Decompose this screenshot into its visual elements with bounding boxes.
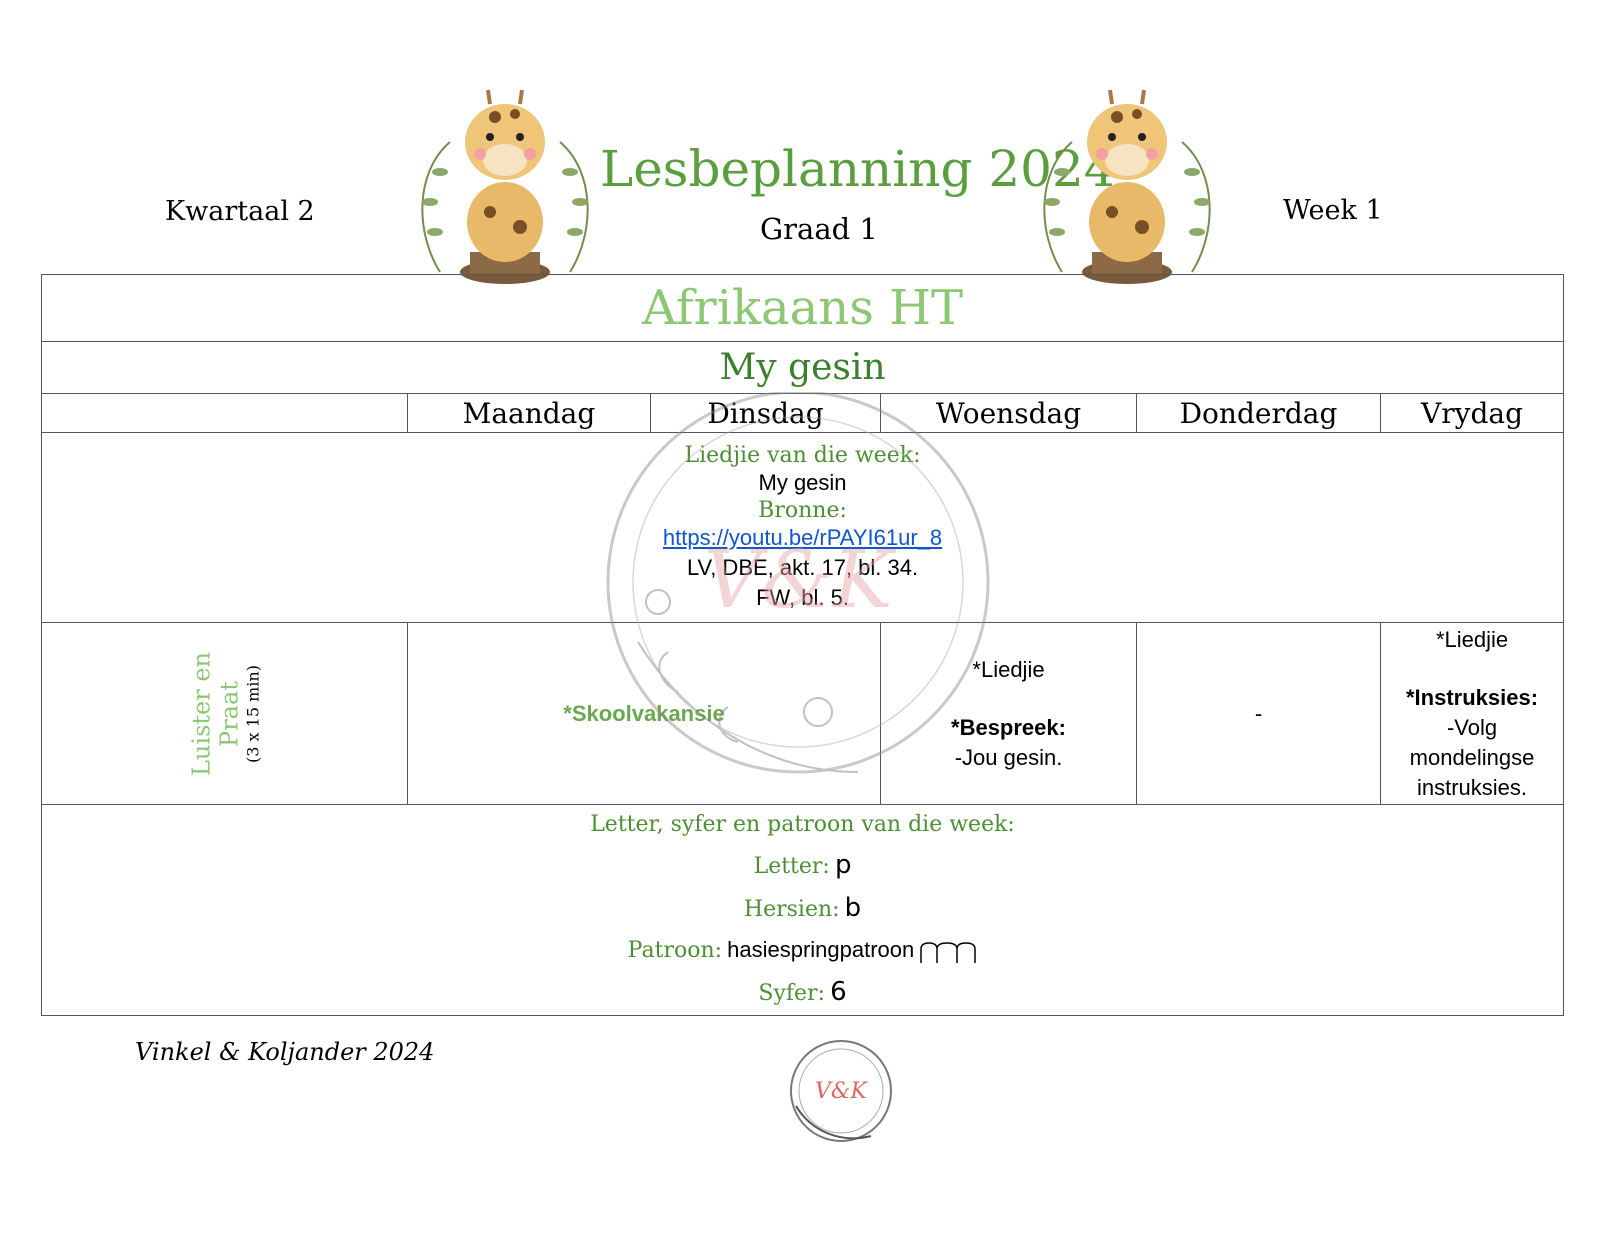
- patroon-label: Patroon:: [627, 938, 723, 963]
- giraffe-illustration-right: [1043, 89, 1211, 284]
- syfer-value: 6: [830, 977, 847, 1007]
- luister-label: Luister en: [187, 651, 215, 776]
- giraffe-illustration-left: [421, 89, 589, 284]
- letter-label: Letter:: [753, 854, 830, 879]
- praat-label: Praat: [215, 680, 243, 747]
- luister-praat-label-cell: Luister en Praat (3 x 15 min): [41, 622, 408, 805]
- hasiespring-pattern-icon: [920, 941, 977, 963]
- woensdag-liedjie: *Liedjie: [972, 656, 1045, 682]
- source-ref-1: LV, DBE, akt. 17, bl. 34.: [686, 554, 919, 580]
- donderdag-cell: -: [1136, 622, 1381, 805]
- source-ref-2: FW, bl. 5.: [756, 584, 849, 610]
- vk-logo-icon: V&K: [790, 1040, 892, 1142]
- day-header-vrydag: Vrydag: [1379, 393, 1565, 433]
- duration-label: (3 x 15 min): [243, 664, 262, 763]
- vrydag-instruksies-text: instruksies.: [1417, 774, 1528, 800]
- lesson-plan-table: Afrikaans HT My gesin Maandag Dinsdag Wo…: [40, 274, 1565, 1016]
- week-label: Week 1: [1283, 195, 1383, 226]
- vrydag-mondelingse: mondelingse: [1409, 744, 1535, 770]
- sources-label: Bronne:: [758, 497, 847, 523]
- footer-credit: Vinkel & Koljander 2024: [135, 1038, 435, 1066]
- maandag-dinsdag-cell: *Skoolvakansie: [407, 622, 881, 805]
- letter-value: p: [834, 850, 852, 880]
- vrydag-instruksies: *Instruksies:: [1405, 684, 1539, 710]
- day-header-woensdag: Woensdag: [880, 393, 1137, 433]
- youtube-link[interactable]: https://youtu.be/rPAYI61ur_8: [662, 524, 943, 550]
- patroon-value: hasiespringpatroon: [727, 937, 915, 962]
- quarter-label: Kwartaal 2: [165, 196, 315, 227]
- school-holiday-text: *Skoolvakansie: [563, 700, 725, 726]
- page-title: Lesbeplanning 2024: [600, 140, 1116, 198]
- subject-title: Afrikaans HT: [40, 274, 1565, 342]
- theme-title: My gesin: [40, 341, 1565, 394]
- vrydag-liedjie: *Liedjie: [1435, 626, 1509, 652]
- letter-section-heading: Letter, syfer en patroon van die week:: [590, 812, 1015, 837]
- song-label: Liedjie van die week:: [684, 442, 921, 468]
- vrydag-volg: -Volg: [1446, 714, 1498, 740]
- day-header-donderdag: Donderdag: [1136, 393, 1381, 433]
- woensdag-gesin: -Jou gesin.: [954, 744, 1063, 770]
- grade-label: Graad 1: [760, 212, 878, 246]
- letter-section: Letter, syfer en patroon van die week: L…: [40, 804, 1565, 1016]
- svg-text:V&K: V&K: [815, 1079, 868, 1104]
- hersien-value: b: [844, 893, 862, 923]
- woensdag-bespreek: *Bespreek:: [951, 714, 1066, 740]
- woensdag-cell: *Liedjie *Bespreek: -Jou gesin.: [880, 622, 1137, 805]
- song-title: My gesin: [758, 469, 847, 495]
- day-header-dinsdag: Dinsdag: [650, 393, 881, 433]
- syfer-label: Syfer:: [758, 981, 825, 1006]
- day-header-maandag: Maandag: [407, 393, 651, 433]
- day-header-blank: [41, 393, 408, 433]
- hersien-label: Hersien:: [743, 897, 840, 922]
- song-section: Liedjie van die week: My gesin Bronne: h…: [40, 432, 1565, 623]
- vrydag-cell: *Liedjie *Instruksies: -Volg mondelingse…: [1379, 622, 1565, 805]
